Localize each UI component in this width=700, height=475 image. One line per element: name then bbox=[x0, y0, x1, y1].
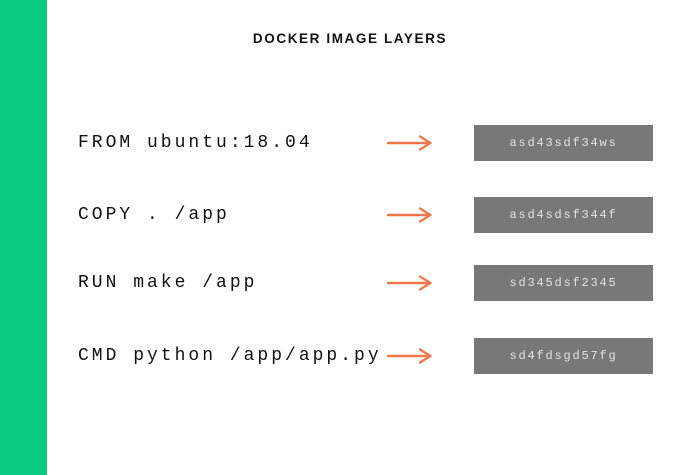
page-title: DOCKER IMAGE LAYERS bbox=[252, 31, 448, 46]
arrow-right-icon bbox=[386, 275, 432, 291]
layer-row: CMD python /app/app.py sd4fdsgd57fg bbox=[0, 338, 700, 374]
layer-command: COPY . /app bbox=[78, 205, 230, 225]
layer-command: CMD python /app/app.py bbox=[78, 346, 382, 366]
layer-hash-box: asd4sdsf344f bbox=[474, 197, 653, 233]
layer-command: FROM ubuntu:18.04 bbox=[78, 133, 313, 153]
arrow-right-icon bbox=[386, 348, 432, 364]
layer-hash: sd345dsf2345 bbox=[509, 276, 618, 290]
layer-hash-box: sd345dsf2345 bbox=[474, 265, 653, 301]
layer-command: RUN make /app bbox=[78, 273, 258, 293]
layer-hash-box: asd43sdf34ws bbox=[474, 125, 653, 161]
layer-hash: asd4sdsf344f bbox=[509, 208, 618, 222]
arrow-right-icon bbox=[386, 135, 432, 151]
layer-hash-box: sd4fdsgd57fg bbox=[474, 338, 653, 374]
layer-row: COPY . /app asd4sdsf344f bbox=[0, 197, 700, 233]
accent-bar bbox=[0, 0, 47, 475]
layer-hash: sd4fdsgd57fg bbox=[509, 349, 618, 363]
layer-row: RUN make /app sd345dsf2345 bbox=[0, 265, 700, 301]
layer-row: FROM ubuntu:18.04 asd43sdf34ws bbox=[0, 125, 700, 161]
layer-hash: asd43sdf34ws bbox=[509, 136, 618, 150]
arrow-right-icon bbox=[386, 207, 432, 223]
